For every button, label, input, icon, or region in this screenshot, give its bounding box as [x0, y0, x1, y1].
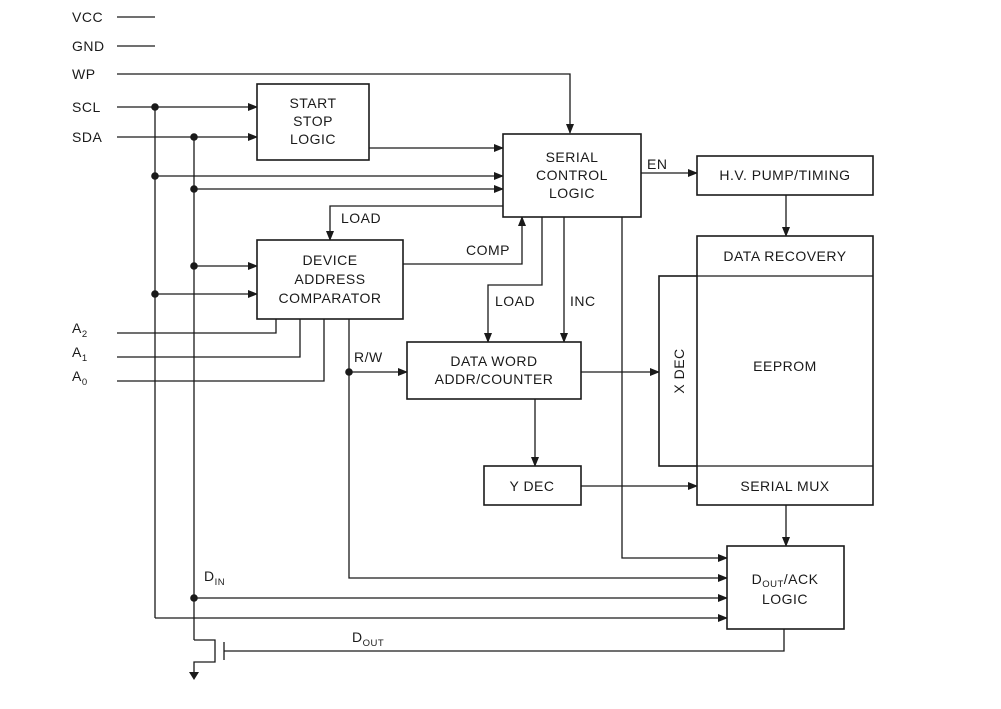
gnd-label: GND	[72, 38, 105, 54]
a0-wire	[117, 319, 325, 382]
junction-dot	[190, 262, 198, 270]
wp-label: WP	[72, 66, 96, 82]
wp-wire	[117, 73, 574, 134]
transistor-drain	[194, 639, 216, 642]
wires	[117, 16, 790, 680]
a1-wire	[117, 319, 301, 358]
inc-label: INC	[570, 293, 596, 309]
wire-labels: EN LOAD COMP LOAD INC R/W DIN DOUT	[204, 156, 667, 649]
serial-control-line-3: LOGIC	[549, 185, 595, 201]
eeprom-label: EEPROM	[753, 358, 817, 374]
en-label: EN	[647, 156, 667, 172]
comparator-line-1: DEVICE	[302, 252, 357, 268]
start-stop-line-2: STOP	[293, 113, 333, 129]
data-word-line-1: DATA WORD	[450, 353, 537, 369]
dout-ack-logic-block: DOUT/ACK LOGIC	[726, 545, 845, 630]
xdec-block	[658, 275, 700, 467]
junction-dot	[190, 594, 198, 602]
comp-wire	[403, 216, 526, 265]
data-word-line-2: ADDR/COUNTER	[435, 371, 554, 387]
junction-dot	[190, 185, 198, 193]
a0-label: A0	[72, 368, 88, 388]
junction-dot	[151, 172, 159, 180]
junction-dot	[151, 103, 159, 111]
serial-mux-label: SERIAL MUX	[740, 478, 829, 494]
load-mid-wire	[484, 217, 543, 343]
dout-wire	[224, 629, 785, 652]
load-top-wire	[326, 205, 503, 241]
vcc-label: VCC	[72, 9, 103, 25]
transistor-source	[193, 660, 216, 677]
din-label: DIN	[204, 568, 225, 588]
junctions	[151, 103, 353, 602]
rw-vertical-wire	[348, 319, 728, 582]
comparator-line-2: ADDRESS	[294, 271, 365, 287]
sda-label: SDA	[72, 129, 102, 145]
dout-label: DOUT	[352, 629, 384, 649]
ydec-block: Y DEC	[483, 465, 582, 506]
hv-pump-timing-block: H.V. PUMP/TIMING	[696, 155, 874, 196]
data-word-addr-counter-block: DATA WORD ADDR/COUNTER	[406, 341, 582, 400]
pin-labels: VCC GND WP SCL SDA A2 A1 A0	[72, 9, 105, 388]
comparator-line-3: COMPARATOR	[278, 290, 381, 306]
comp-label: COMP	[466, 242, 510, 258]
serial-control-line-1: SERIAL	[546, 149, 599, 165]
control-to-dout-wire	[621, 217, 728, 562]
junction-dot	[345, 368, 353, 376]
junction-dot	[190, 133, 198, 141]
dout-ack-line-2: LOGIC	[762, 591, 808, 607]
serial-control-line-2: CONTROL	[536, 167, 608, 183]
ydec-label: Y DEC	[509, 478, 554, 494]
dout-ack-line-1: DOUT/ACK	[752, 571, 819, 590]
scl-label: SCL	[72, 99, 101, 115]
load-top-label: LOAD	[341, 210, 381, 226]
a2-label: A2	[72, 320, 88, 340]
memory-array-block: DATA RECOVERY EEPROM SERIAL MUX X DEC	[658, 235, 874, 506]
junction-dot	[151, 290, 159, 298]
start-stop-line-3: LOGIC	[290, 131, 336, 147]
a1-label: A1	[72, 344, 88, 364]
data-recovery-label: DATA RECOVERY	[723, 248, 846, 264]
start-stop-line-1: START	[289, 95, 336, 111]
serial-control-logic-block: SERIAL CONTROL LOGIC	[502, 133, 642, 218]
load-mid-label: LOAD	[495, 293, 535, 309]
xdec-label: X DEC	[671, 348, 687, 393]
start-stop-logic-block: START STOP LOGIC	[256, 83, 370, 161]
hv-pump-label: H.V. PUMP/TIMING	[719, 167, 850, 183]
ground-arrow	[189, 672, 199, 680]
rw-label: R/W	[354, 349, 383, 365]
device-address-comparator-block: DEVICE ADDRESS COMPARATOR	[256, 239, 404, 320]
a2-wire	[117, 319, 277, 334]
